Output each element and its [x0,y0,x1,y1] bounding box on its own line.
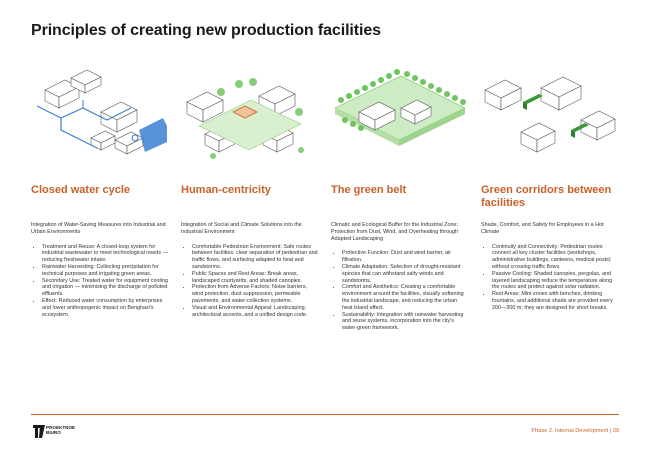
column-intro: Climatic and Ecological Buffer for the I… [331,222,459,242]
list-item: Treatment and Reuse: A closed-loop syste… [42,244,169,264]
bullet-list: Protective Function: Dust and wind barri… [331,250,469,332]
column-intro: Integration of Water-Saving Measures int… [31,222,166,235]
logo-text: PROEKTNOE BIURO [46,425,75,435]
bullet-list: Treatment and Reuse: A closed-loop syste… [31,244,169,319]
list-item: Rest Areas: Mini-zones with benches, dri… [492,291,619,311]
column-heading: The green belt [331,184,407,196]
list-item: Sustainability: Integration with rainwat… [342,312,469,332]
bullet-list: Continuity and Connectivity: Pedestrian … [481,244,619,312]
column-intro: Integration of Social and Climate Soluti… [181,222,302,235]
list-item: Comfort and Aesthetics: Creating a comfo… [342,284,469,311]
pedestrian-illustration [186,78,304,159]
page-title: Principles of creating new production fa… [31,22,381,39]
list-item: Visual and Environmental Appeal: Landsca… [192,305,319,319]
column-intro: Shade, Comfort, and Safety for Employees… [481,222,604,235]
column-green-corridors: Green corridors between facilities Shade… [481,60,619,312]
column-heading: Human-centricity [181,184,271,196]
list-item: Rainwater Harvesting: Collecting precipi… [42,264,169,278]
list-item: Protective Function: Dust and wind barri… [342,250,469,264]
list-item: Effect: Reduced water consumption by ent… [42,298,169,318]
green-belt-illustration [334,69,466,146]
list-item: Comfortable Pedestrian Environment: Safe… [192,244,319,271]
column-closed-water-cycle: Closed water cycle Integration of Water-… [31,60,169,318]
water-cycle-illustration [36,69,167,155]
column-heading: Closed water cycle [31,184,131,196]
bureau-logo [33,425,45,438]
column-green-belt: The green belt Climatic and Ecological B… [331,60,469,332]
green-corridors-illustration [484,76,616,153]
logo-line-2: BIURO [46,430,61,436]
footer-divider [31,414,619,415]
list-item: Continuity and Connectivity: Pedestrian … [492,244,619,271]
page-label: Phase 2. Internal Development | 39 [531,428,619,434]
logo-line-1: PROEKTNOE [46,425,76,430]
list-item: Climate Adaptation: Selection of drought… [342,264,469,284]
list-item: Passive Cooling: Shaded canopies, pergol… [492,271,619,291]
column-human-centricity: Human-centricity Integration of Social a… [181,60,319,318]
column-heading: Green corridors between facilities [481,184,612,209]
list-item: Public Spaces and Rest Areas: Break area… [192,271,319,285]
bullet-list: Comfortable Pedestrian Environment: Safe… [181,244,319,319]
list-item: Protection from Adverse Factors: Noise b… [192,284,319,304]
list-item: Secondary Use: Treated water for equipme… [42,278,169,298]
